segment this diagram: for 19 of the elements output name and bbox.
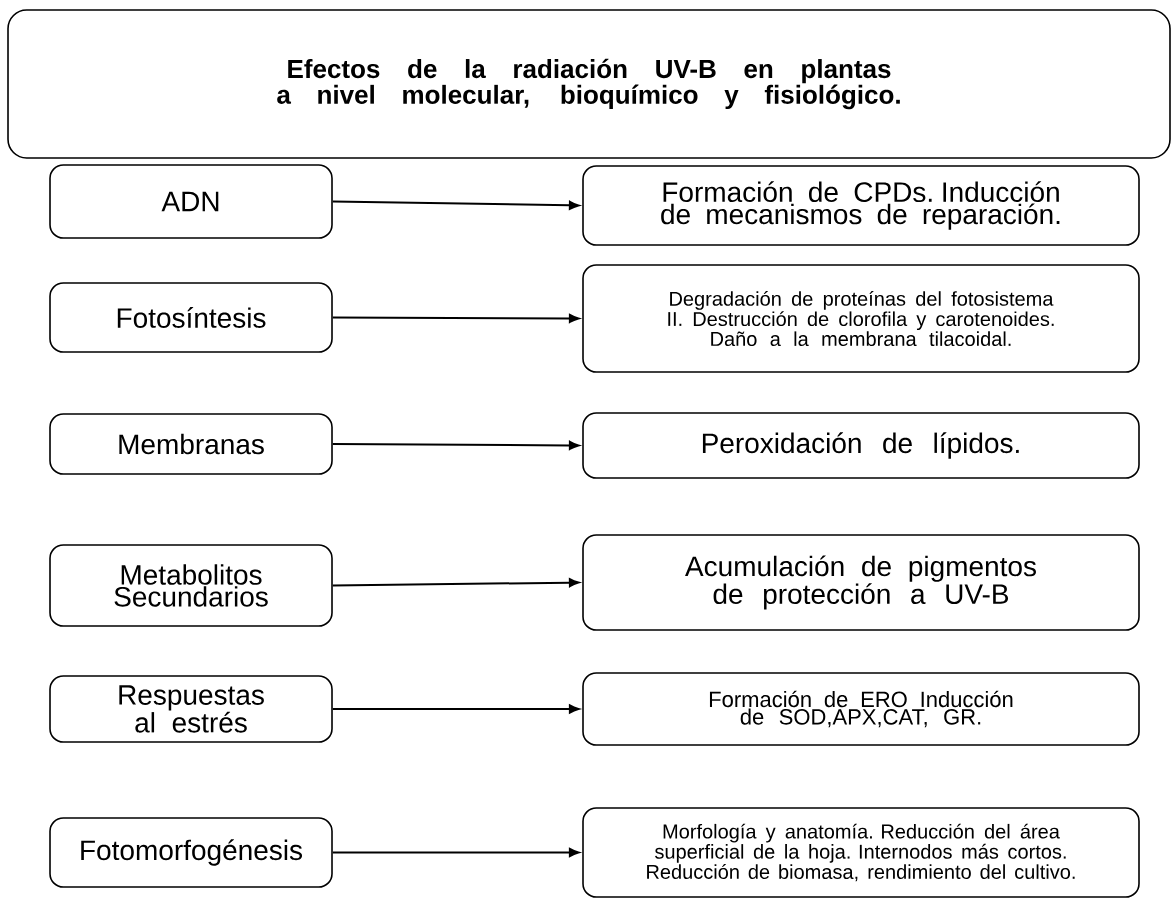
arrow xyxy=(331,578,580,588)
arrow xyxy=(331,200,580,210)
effect-box: Morfología y anatomía. Reducción del área superficial de la hoja. Internodos más cortos. Reducción de biomasa, rendimiento del cultivo. xyxy=(582,807,1140,898)
arrow xyxy=(331,847,580,858)
effect-box: Formación de ERO Inducción de SOD,APX,CAT, GR. xyxy=(582,672,1140,746)
effect-box: Formación de CPDs. Inducción de mecanismos de reparación. xyxy=(582,165,1140,246)
category-box: Fotosíntesis xyxy=(49,282,333,353)
arrow xyxy=(331,313,580,323)
effect-box: Peroxidación de lípidos. xyxy=(582,412,1140,479)
title-box: Efectos de la radiación UV-B en plantas a nivel molecular, bioquímico y fisiológico. xyxy=(7,9,1171,159)
category-box: Respuestas al estrés xyxy=(49,675,333,743)
category-box: Fotomorfogénesis xyxy=(49,817,333,888)
arrow xyxy=(331,704,580,714)
effect-box: Degradación de proteínas del fotosistema II. Destrucción de clorofila y carotenoides. Daño a la membrana tilacoidal. xyxy=(582,264,1140,373)
category-box: ADN xyxy=(49,164,333,239)
arrow xyxy=(331,440,580,450)
category-box: Metabolitos Secundarios xyxy=(49,544,333,627)
effect-box: Acumulación de pigmentos de protección a UV-B xyxy=(582,534,1140,631)
category-box: Membranas xyxy=(49,413,333,475)
